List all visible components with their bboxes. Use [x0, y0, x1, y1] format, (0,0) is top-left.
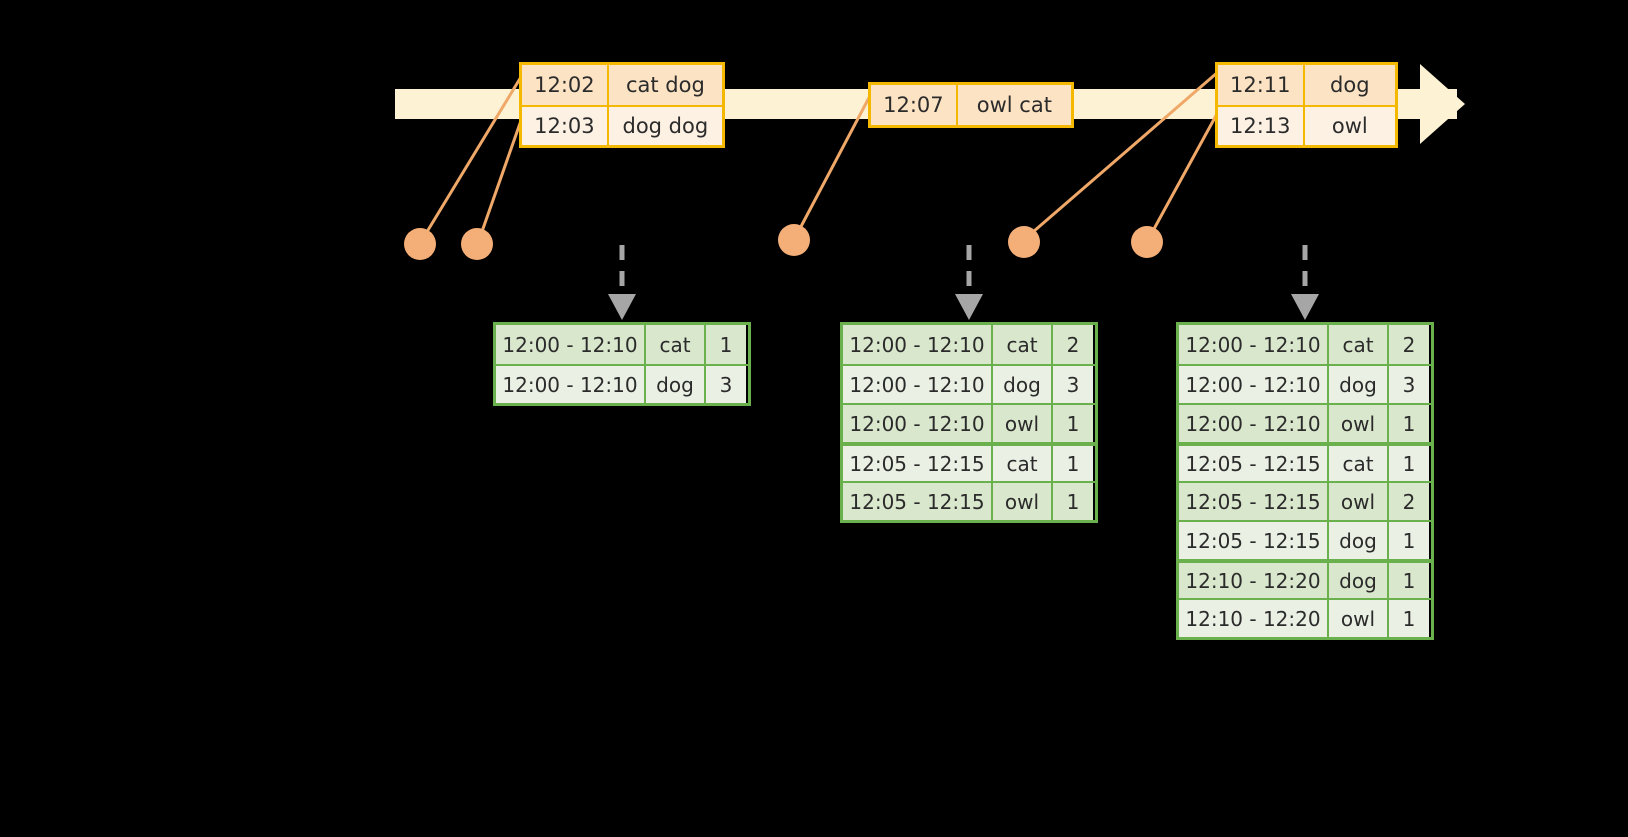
- cell-word: owl: [993, 405, 1053, 442]
- cell-count: 1: [1053, 446, 1093, 481]
- cell-count: 2: [1053, 325, 1093, 364]
- cell-word: owl: [1329, 483, 1389, 520]
- event-dot-3: [778, 224, 810, 256]
- cell-count: 1: [706, 325, 746, 364]
- event-words: owl cat: [957, 85, 1071, 125]
- cell-window: 12:10 - 12:20: [1179, 563, 1329, 598]
- timeline-arrow-head-icon: [1420, 64, 1465, 144]
- cell-window: 12:10 - 12:20: [1179, 600, 1329, 637]
- cell-window: 12:00 - 12:10: [1179, 325, 1329, 364]
- emit-arrow-2: [955, 245, 983, 320]
- cell-word: owl: [993, 483, 1053, 520]
- cell-word: dog: [1329, 366, 1389, 403]
- cell-count: 2: [1389, 325, 1429, 364]
- cell-count: 1: [1389, 600, 1429, 637]
- cell-count: 1: [1053, 405, 1093, 442]
- emit-arrow-3: [1291, 245, 1319, 320]
- event-box-3: 12:11 dog 12:13 owl: [1215, 62, 1398, 148]
- cell-count: 1: [1389, 405, 1429, 442]
- event-row: 12:13 owl: [1218, 105, 1395, 145]
- event-dot-2: [461, 228, 493, 260]
- cell-word: dog: [1329, 563, 1389, 598]
- event-words: owl: [1304, 107, 1395, 145]
- event-row: 12:11 dog: [1218, 65, 1395, 105]
- event-time: 12:07: [871, 85, 958, 125]
- connector-line-5: [1147, 111, 1220, 239]
- event-row: 12:02 cat dog: [522, 65, 722, 105]
- cell-word: cat: [646, 325, 706, 364]
- cell-window: 12:05 - 12:15: [1179, 483, 1329, 520]
- emit-arrow-1: [608, 245, 636, 320]
- event-dot-4: [1008, 226, 1040, 258]
- event-box-2: 12:07 owl cat: [868, 82, 1074, 128]
- event-words: dog: [1304, 65, 1395, 105]
- cell-word: dog: [646, 366, 706, 403]
- event-time: 12:13: [1218, 107, 1305, 145]
- cell-window: 12:05 - 12:15: [1179, 522, 1329, 559]
- event-time: 12:02: [522, 65, 609, 105]
- cell-word: cat: [1329, 446, 1389, 481]
- event-words: cat dog: [608, 65, 722, 105]
- cell-count: 3: [706, 366, 746, 403]
- cell-window: 12:00 - 12:10: [496, 366, 646, 403]
- event-dot-5: [1131, 226, 1163, 258]
- cell-count: 1: [1389, 563, 1429, 598]
- cell-count: 2: [1389, 483, 1429, 520]
- cell-word: cat: [993, 325, 1053, 364]
- event-box-1: 12:02 cat dog 12:03 dog dog: [519, 62, 725, 148]
- cell-count: 1: [1389, 446, 1429, 481]
- event-dot-1: [404, 228, 436, 260]
- cell-window: 12:00 - 12:10: [1179, 366, 1329, 403]
- event-time: 12:03: [522, 107, 609, 145]
- event-words: dog dog: [608, 107, 722, 145]
- cell-word: owl: [1329, 600, 1389, 637]
- cell-count: 1: [1389, 522, 1429, 559]
- event-row: 12:07 owl cat: [871, 85, 1071, 125]
- cell-count: 1: [1053, 483, 1093, 520]
- cell-word: cat: [1329, 325, 1389, 364]
- cell-window: 12:05 - 12:15: [843, 483, 993, 520]
- cell-window: 12:05 - 12:15: [843, 446, 993, 481]
- event-row: 12:03 dog dog: [522, 105, 722, 145]
- cell-word: owl: [1329, 405, 1389, 442]
- cell-word: dog: [993, 366, 1053, 403]
- cell-word: cat: [993, 446, 1053, 481]
- cell-count: 3: [1053, 366, 1093, 403]
- cell-window: 12:05 - 12:15: [1179, 446, 1329, 481]
- cell-window: 12:00 - 12:10: [843, 325, 993, 364]
- cell-window: 12:00 - 12:10: [496, 325, 646, 364]
- connector-line-2: [477, 111, 526, 241]
- cell-count: 3: [1389, 366, 1429, 403]
- cell-word: dog: [1329, 522, 1389, 559]
- cell-window: 12:00 - 12:10: [843, 405, 993, 442]
- event-time: 12:11: [1218, 65, 1305, 105]
- cell-window: 12:00 - 12:10: [1179, 405, 1329, 442]
- cell-window: 12:00 - 12:10: [843, 366, 993, 403]
